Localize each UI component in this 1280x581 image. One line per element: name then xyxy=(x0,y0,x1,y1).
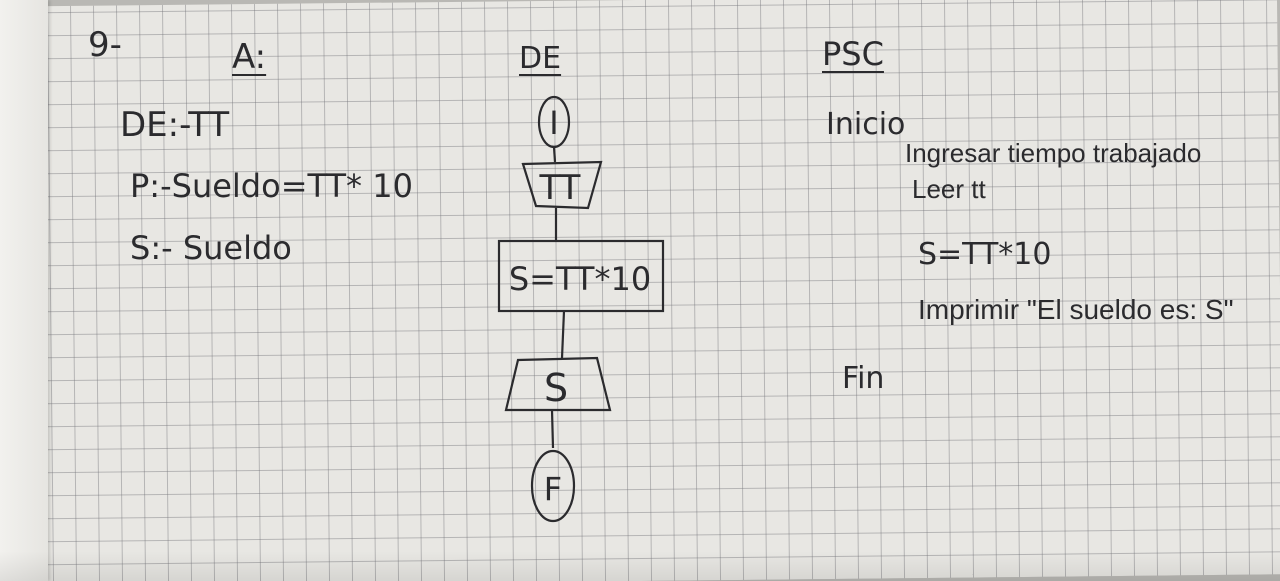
end-terminal xyxy=(530,449,576,523)
analysis-process-line: P:-Sueldo=TT* 10 xyxy=(130,167,413,205)
pseudocode-assign: S=TT*10 xyxy=(918,237,1052,272)
pseudocode-prompt: Ingresar tiempo trabajado xyxy=(905,138,1202,168)
connector-4 xyxy=(550,409,555,449)
analysis-input-line: DE:-TT xyxy=(120,105,230,145)
page-edge xyxy=(0,0,48,581)
page-shadow xyxy=(0,551,1280,581)
end-label: F xyxy=(544,470,562,508)
analysis-output-line: S:- Sueldo xyxy=(130,229,292,267)
process-label: S=TT*10 xyxy=(509,260,651,298)
flowchart-header: DE xyxy=(519,41,562,76)
pseudocode-header: PSC xyxy=(822,35,884,73)
pseudocode-start: Inicio xyxy=(826,107,906,142)
start-label: I xyxy=(549,104,558,142)
flowchart: I TT S=TT*10 S F xyxy=(497,95,665,523)
exercise-number: 9- xyxy=(88,25,122,65)
input-shape xyxy=(521,160,603,210)
analysis-header: A: xyxy=(232,37,267,77)
pseudocode-end: Fin xyxy=(842,361,885,396)
connector-1 xyxy=(552,146,557,163)
output-shape xyxy=(504,356,612,412)
process-shape xyxy=(497,239,665,313)
input-label: TT xyxy=(539,168,581,208)
pseudocode-read: Leer tt xyxy=(912,174,986,204)
connector-3 xyxy=(560,310,566,359)
output-label: S xyxy=(544,366,568,410)
pseudocode-print: Imprimir "El sueldo es: S" xyxy=(918,294,1234,325)
